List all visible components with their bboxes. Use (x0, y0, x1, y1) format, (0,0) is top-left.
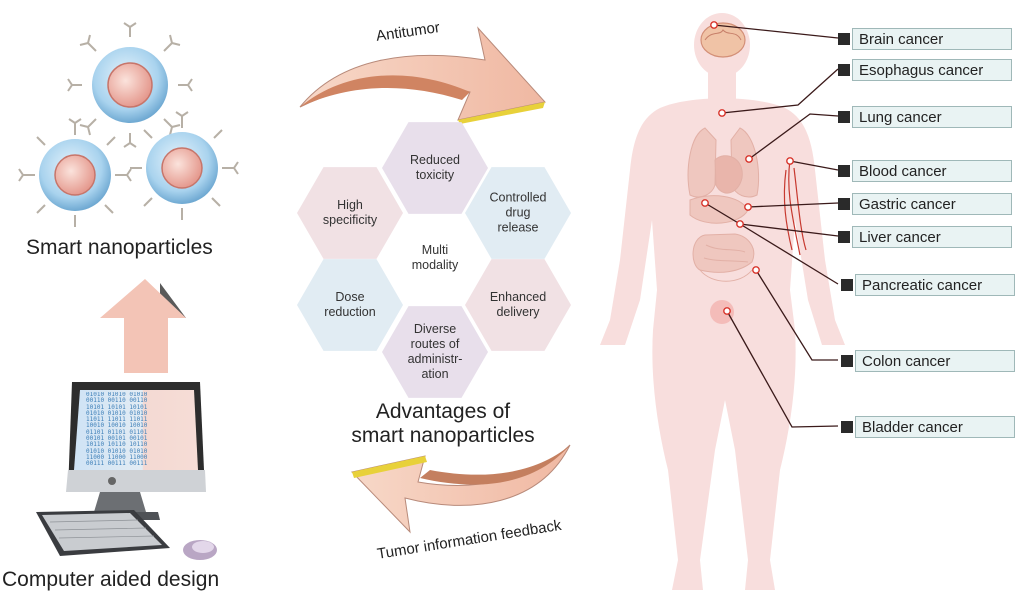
cancer-marker-icon (841, 421, 853, 433)
binary-row: 01010 01010 01010 (86, 392, 148, 398)
binary-row: 01010 01010 01010 (86, 409, 148, 417)
cancer-label-bladder-cancer: Bladder cancer (855, 416, 1015, 438)
cancer-marker-icon (838, 33, 850, 45)
cancer-label-brain-cancer: Brain cancer (852, 28, 1012, 50)
location-dot-pancreatic-cancer (736, 220, 744, 228)
leader-lines (701, 21, 839, 428)
binary-row: 11011 11011 11011 (86, 416, 148, 424)
binary-row: 10110 10110 10110 (86, 441, 148, 449)
binary-row: 00101 00101 00101 (86, 435, 148, 443)
leader-line-gastric-cancer (747, 202, 839, 208)
cancer-label-lung-cancer: Lung cancer (852, 106, 1012, 128)
hexagon-reduced-toxicity (382, 122, 488, 214)
hexagon-controlled-drug-release (465, 167, 571, 259)
leader-line-blood-cancer (789, 160, 839, 171)
location-dot-gastric-cancer (744, 203, 752, 211)
advantages-title-line1: Advantages of (375, 400, 511, 423)
binary-row: 00111 00111 00111 (86, 460, 148, 468)
location-dot-bladder-cancer (723, 307, 731, 315)
location-dot-blood-cancer (786, 157, 794, 165)
cancer-label-blood-cancer: Blood cancer (852, 160, 1012, 182)
binary-row: 11000 11000 11000 (86, 453, 148, 461)
up-arrow-icon (100, 279, 186, 373)
location-dot-lung-cancer (745, 155, 753, 163)
hexagon-group (297, 122, 571, 398)
advantages-title-line2: smart nanoparticles (351, 424, 535, 447)
leader-line-brain-cancer (713, 24, 839, 39)
hexagon-dose-reduction (297, 259, 403, 351)
human-body-illustration (600, 13, 845, 590)
computer-illustration (36, 382, 217, 560)
location-dot-brain-cancer (710, 21, 718, 29)
binary-row: 10101 10101 10101 (86, 403, 148, 411)
feedback-arrow (351, 444, 571, 534)
cancer-label-gastric-cancer: Gastric cancer (852, 193, 1012, 215)
center-label: Multi modality (411, 243, 459, 272)
nanoparticle-right (130, 111, 239, 220)
cancer-marker-icon (838, 165, 850, 177)
cancer-label-pancreatic-cancer: Pancreatic cancer (855, 274, 1015, 296)
cancer-marker-icon (838, 198, 850, 210)
computer-aided-design-label: Computer aided design (2, 568, 220, 591)
organs (687, 127, 760, 282)
leader-line-pancreatic-cancer (739, 223, 839, 285)
cancer-label-colon-cancer: Colon cancer (855, 350, 1015, 372)
nanoparticles-illustration (18, 22, 239, 227)
binary-row: 00110 00110 00110 (86, 397, 148, 405)
binary-row: 01101 01101 01101 (86, 428, 148, 436)
nanoparticles-label: Smart nanoparticles (26, 236, 213, 259)
hexagon-high-specificity (297, 167, 403, 259)
binary-row: 10010 10010 10010 (86, 422, 148, 430)
cancer-label-esophagus-cancer: Esophagus cancer (852, 59, 1012, 81)
nanoparticle-left (18, 118, 132, 227)
leader-line-esophagus-cancer (721, 68, 839, 114)
hexagon-enhanced-delivery (465, 259, 571, 351)
nanoparticle-top (67, 22, 193, 148)
antitumor-arrow (299, 26, 546, 124)
location-dot-colon-cancer (752, 266, 760, 274)
leader-line-lung-cancer (748, 113, 839, 160)
advantages-title: Advantages of smart nanoparticles (323, 400, 563, 448)
cancer-marker-icon (838, 111, 850, 123)
cancer-marker-icon (838, 231, 850, 243)
cancer-marker-icon (841, 279, 853, 291)
leader-line-colon-cancer (755, 269, 838, 361)
hexagon-diverse-routes (382, 306, 488, 398)
cancer-marker-icon (838, 64, 850, 76)
cancer-marker-icon (841, 355, 853, 367)
location-dot-liver-cancer (701, 199, 709, 207)
leader-line-bladder-cancer (726, 310, 839, 428)
binary-row: 01010 01010 01010 (86, 447, 148, 455)
cancer-label-liver-cancer: Liver cancer (852, 226, 1012, 248)
location-dot-esophagus-cancer (718, 109, 726, 117)
